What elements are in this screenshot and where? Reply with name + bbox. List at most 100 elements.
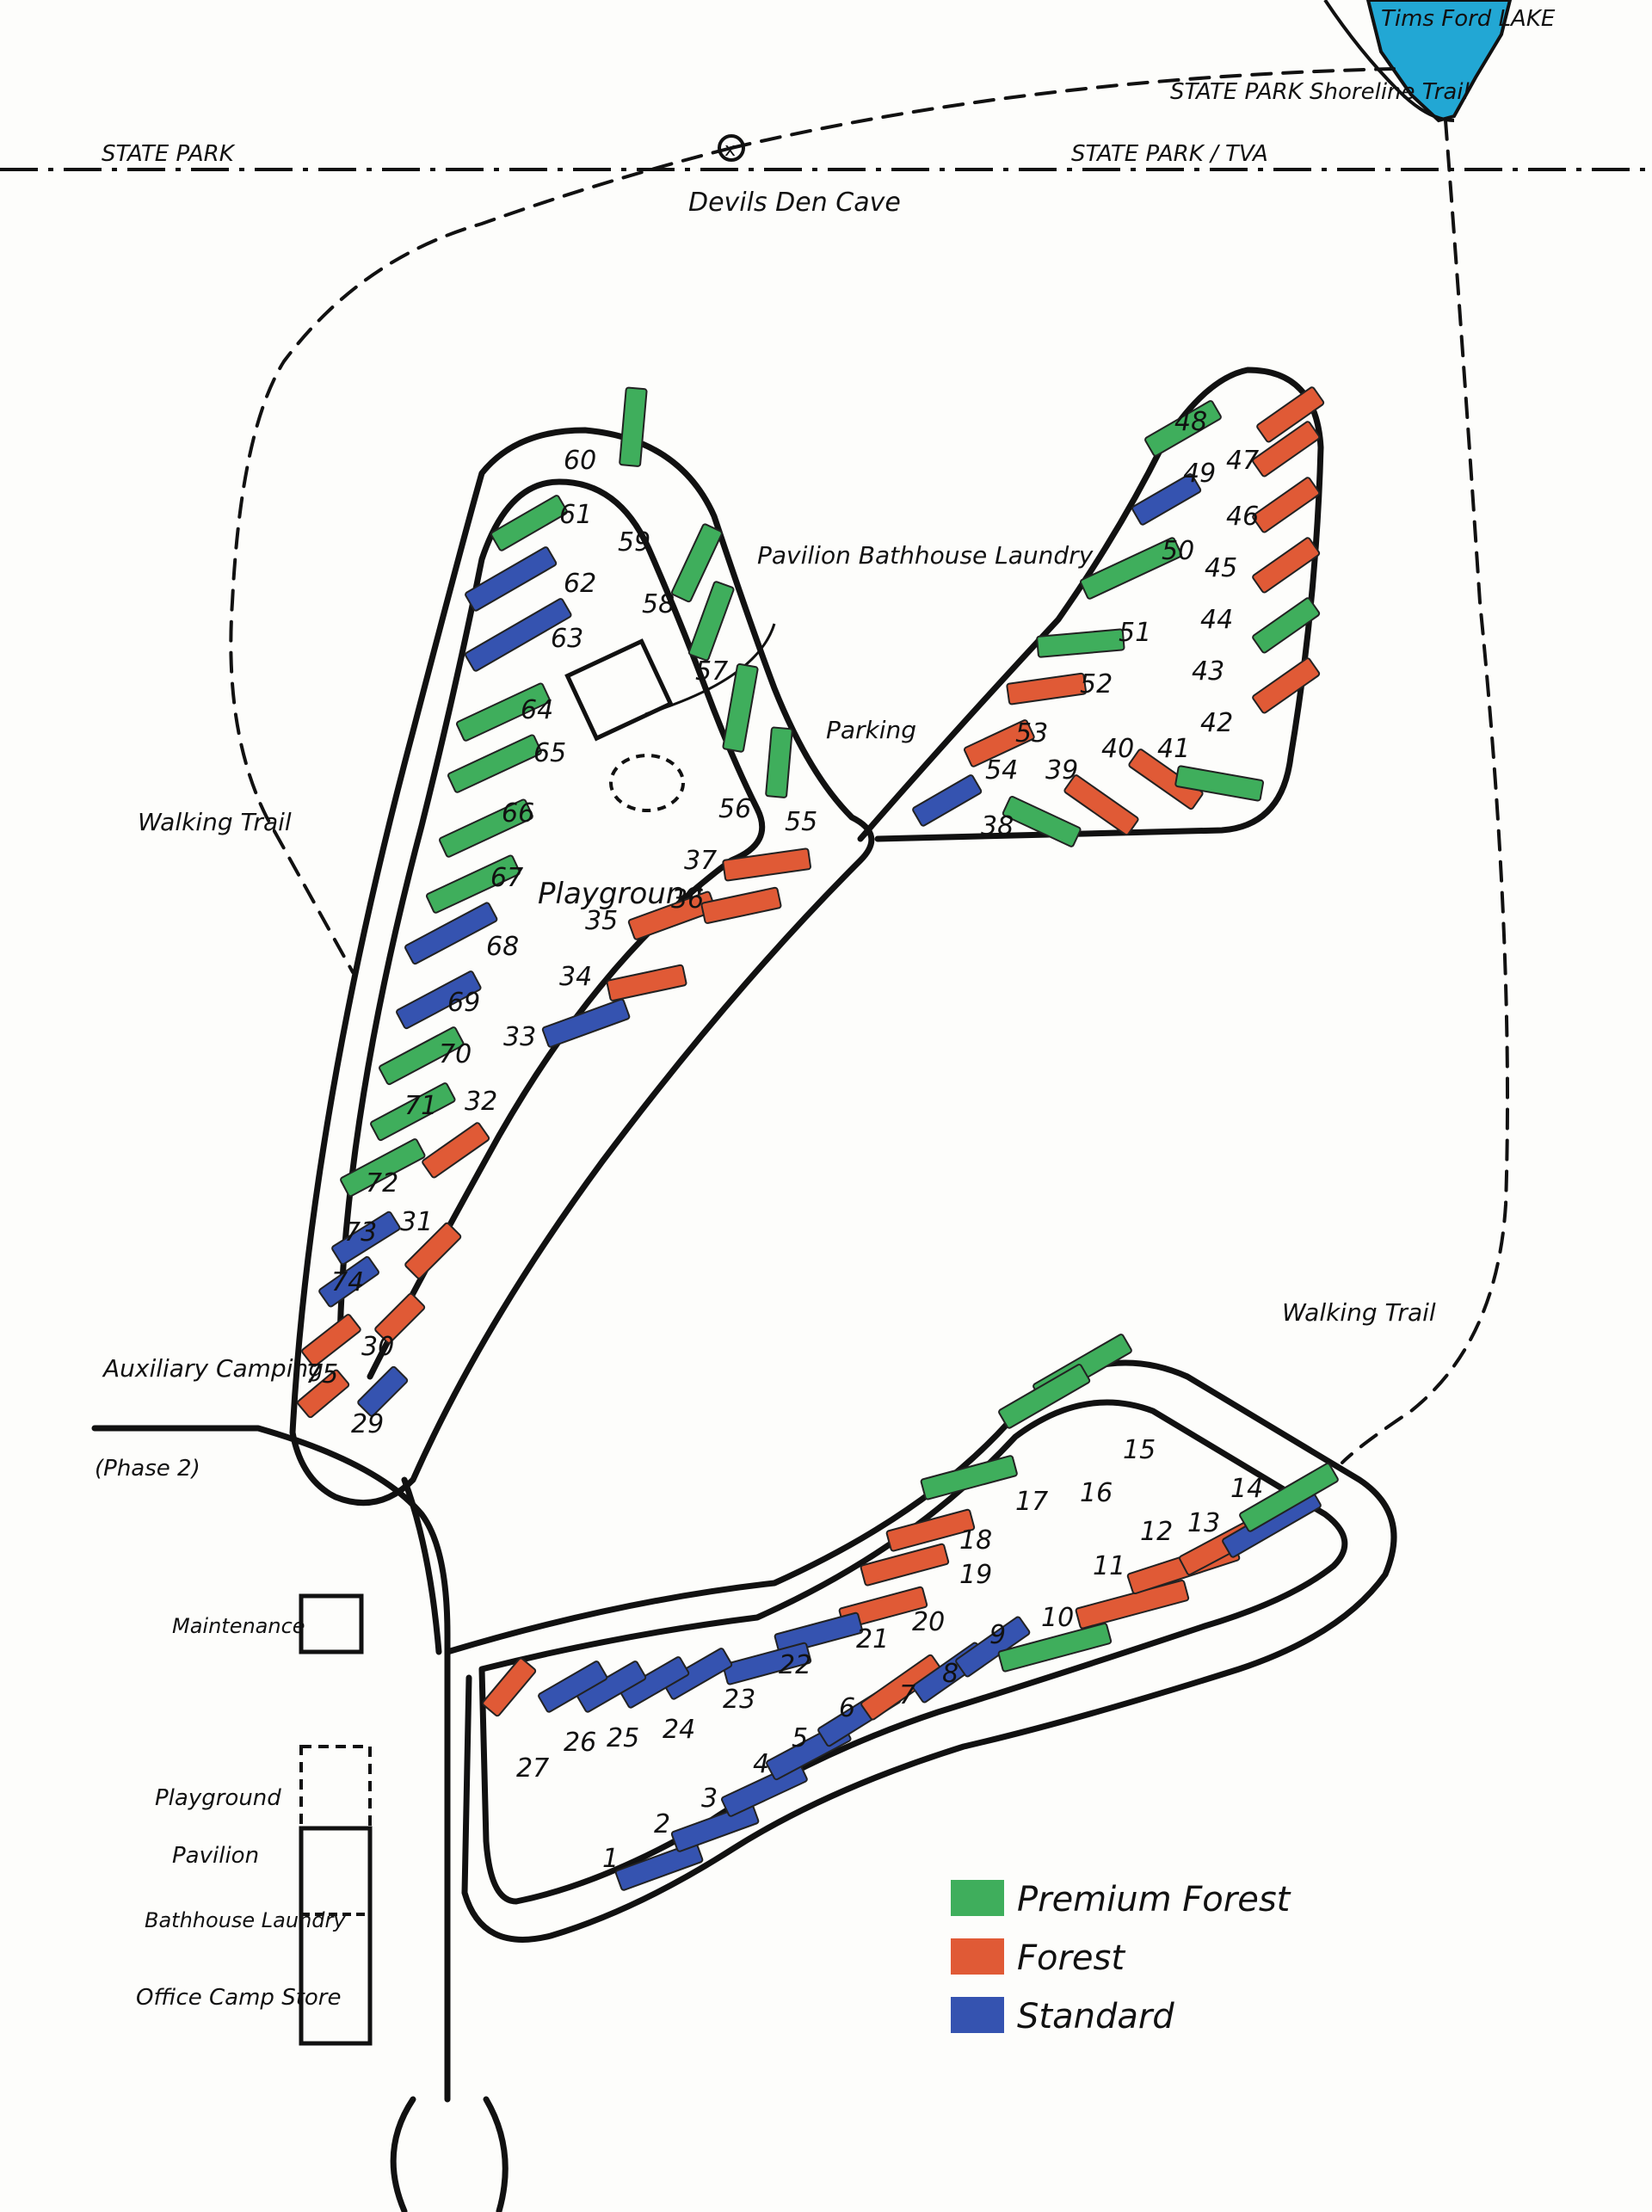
campsite-57[interactable] — [687, 581, 735, 662]
campsite-50[interactable] — [1079, 537, 1182, 600]
campsite-26[interactable] — [538, 1661, 608, 1713]
campsite-label-37: 37 — [684, 846, 717, 876]
state-park-label: STATE PARK — [102, 141, 236, 167]
campsite-1[interactable] — [614, 1841, 704, 1891]
campsite-30[interactable] — [374, 1292, 426, 1344]
campsite-52[interactable] — [1006, 672, 1088, 705]
campsite-72[interactable] — [331, 1211, 401, 1266]
campsite-label-48: 48 — [1174, 407, 1207, 437]
campsite-31[interactable] — [404, 1222, 462, 1279]
campsite-label-14: 14 — [1230, 1474, 1263, 1504]
campsite-56[interactable] — [722, 662, 759, 753]
campsite-67[interactable] — [404, 902, 498, 965]
campsite-75[interactable] — [297, 1369, 350, 1419]
lake-outline — [1323, 0, 1455, 122]
campsite-label-63: 63 — [551, 624, 583, 654]
campsite-label-15: 15 — [1123, 1435, 1156, 1465]
campsite-label-23: 23 — [723, 1685, 755, 1715]
maintenance-label: Maintenance — [172, 1614, 305, 1638]
campsite-70[interactable] — [370, 1082, 456, 1142]
campsite-39[interactable] — [1063, 774, 1139, 836]
campsite-label-31: 31 — [400, 1207, 433, 1237]
campsite-label-3: 3 — [701, 1784, 718, 1814]
campsite-label-2: 2 — [654, 1809, 670, 1839]
campsite-33[interactable] — [541, 998, 631, 1048]
campsite-36[interactable] — [700, 886, 782, 924]
campsite-9[interactable] — [997, 1623, 1113, 1673]
campsite-19[interactable] — [860, 1543, 950, 1587]
campsite-label-36: 36 — [671, 884, 704, 915]
campsite-10[interactable] — [1075, 1580, 1190, 1630]
campsite-label-10: 10 — [1041, 1603, 1074, 1633]
road-west-loop — [289, 427, 875, 1507]
campsite-32[interactable] — [422, 1122, 490, 1179]
campsite-46[interactable] — [1252, 421, 1321, 478]
campsite-73[interactable] — [318, 1256, 379, 1308]
campsite-62[interactable] — [465, 598, 572, 672]
campsite-label-20: 20 — [912, 1607, 945, 1637]
campsite-55[interactable] — [765, 726, 793, 798]
campsite-label-73: 73 — [344, 1217, 377, 1248]
campsite-38[interactable] — [1002, 795, 1082, 847]
campsite-54[interactable] — [912, 774, 983, 827]
campsite-60[interactable] — [490, 495, 568, 551]
campsite-14[interactable] — [1239, 1463, 1339, 1532]
walking-trail-label-west: Walking Trail — [138, 808, 292, 836]
campsite-48[interactable] — [1144, 400, 1222, 457]
campsite-18[interactable] — [885, 1508, 976, 1552]
campsite-2[interactable] — [670, 1802, 760, 1852]
campsite-42[interactable] — [1252, 657, 1321, 714]
campsite-37[interactable] — [722, 847, 811, 882]
campsite-3[interactable] — [720, 1761, 808, 1817]
campsite-71[interactable] — [340, 1138, 426, 1198]
campsite-label-27: 27 — [516, 1753, 549, 1784]
campsite-6[interactable] — [860, 1654, 943, 1721]
campsite-69[interactable] — [379, 1026, 465, 1086]
campsite-68[interactable] — [396, 970, 482, 1030]
campsite-41[interactable] — [1174, 765, 1265, 802]
campsite-74[interactable] — [301, 1314, 361, 1367]
campsite-51[interactable] — [1036, 628, 1125, 658]
campsite-label-51: 51 — [1119, 618, 1151, 648]
campsite-label-39: 39 — [1045, 755, 1078, 786]
campsite-21[interactable] — [774, 1611, 864, 1655]
campsite-16[interactable] — [998, 1364, 1091, 1429]
campsite-29[interactable] — [357, 1365, 409, 1417]
campsite-49[interactable] — [1131, 473, 1202, 526]
campsite-61[interactable] — [465, 546, 558, 612]
campsite-label-72: 72 — [366, 1168, 398, 1198]
walking-trail-east — [1341, 119, 1509, 1464]
campsite-45[interactable] — [1252, 477, 1321, 533]
campsite-label-30: 30 — [361, 1332, 394, 1362]
side-legend-playground-box — [299, 1745, 372, 1830]
legend-label-standard: Standard — [1017, 1997, 1174, 2036]
campsite-label-9: 9 — [989, 1620, 1006, 1650]
campsite-40[interactable] — [1128, 749, 1204, 810]
campsite-43[interactable] — [1252, 597, 1321, 654]
campsite-label-45: 45 — [1205, 553, 1237, 583]
campsite-66[interactable] — [425, 854, 521, 914]
campsite-64[interactable] — [447, 734, 542, 793]
campsite-34[interactable] — [606, 964, 687, 1001]
campsite-24[interactable] — [620, 1656, 690, 1709]
campsite-44[interactable] — [1252, 537, 1321, 594]
campsite-label-1: 1 — [602, 1844, 619, 1874]
campsite-label-22: 22 — [779, 1650, 811, 1680]
campsite-53[interactable] — [963, 719, 1035, 767]
campsite-label-41: 41 — [1157, 734, 1190, 764]
campsite-58[interactable] — [670, 523, 723, 603]
campsite-label-55: 55 — [785, 807, 817, 837]
campsite-22[interactable] — [722, 1642, 812, 1685]
campsite-label-42: 42 — [1200, 708, 1233, 738]
campsite-17[interactable] — [920, 1455, 1018, 1500]
campsite-label-65: 65 — [533, 738, 566, 768]
campsite-65[interactable] — [438, 798, 533, 858]
campsite-59[interactable] — [619, 386, 648, 467]
campsite-label-5: 5 — [792, 1723, 808, 1753]
legend-swatch-premium — [951, 1880, 1004, 1916]
campsite-63[interactable] — [455, 682, 551, 742]
campsite-23[interactable] — [663, 1648, 733, 1700]
campsite-27[interactable] — [482, 1657, 537, 1717]
campsite-label-44: 44 — [1200, 605, 1233, 635]
campsite-47[interactable] — [1256, 386, 1325, 443]
